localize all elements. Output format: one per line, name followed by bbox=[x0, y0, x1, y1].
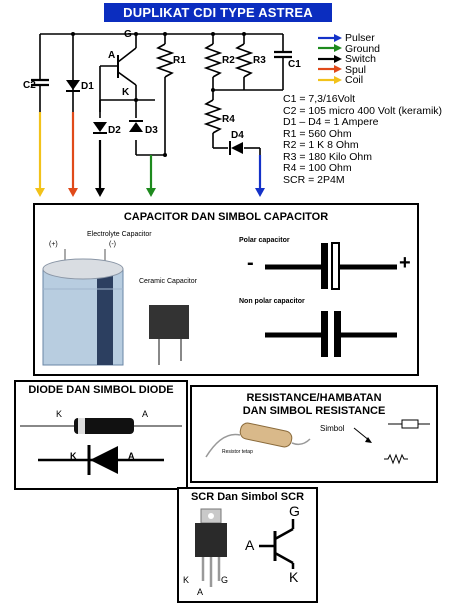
diode-panel: DIODE DAN SIMBOL DIODE K A K A bbox=[14, 380, 188, 490]
d2-symbol bbox=[93, 122, 107, 132]
spec-r3: R3 = 180 Kilo Ohm bbox=[283, 150, 373, 163]
label-c2: C2 bbox=[23, 80, 36, 91]
d4-symbol bbox=[231, 142, 243, 154]
d3-symbol bbox=[129, 122, 143, 132]
label-d2: D2 bbox=[108, 125, 121, 136]
resistance-panel-title-1: RESISTANCE/HAMBATAN bbox=[246, 392, 382, 404]
resistor-symbol-label: Simbol bbox=[320, 424, 345, 433]
scr-graphics bbox=[195, 508, 295, 587]
plus-lead-label: (+) bbox=[49, 241, 58, 248]
resistor-photo-body bbox=[239, 422, 293, 448]
label-k: K bbox=[122, 87, 130, 98]
spec-d1-d4: D1 – D4 = 1 Ampere bbox=[283, 116, 379, 128]
legend-switch: Switch bbox=[345, 53, 376, 65]
capacitor-panel-title: CAPACITOR DAN SIMBOL CAPACITOR bbox=[123, 211, 329, 223]
scr-symbol-a-label: A bbox=[245, 537, 255, 553]
spec-scr: SCR = 2P4M bbox=[283, 173, 345, 186]
legend-spul: Spul bbox=[345, 63, 367, 76]
switch-arrow bbox=[95, 188, 105, 197]
scr-panel-title: SCR Dan Simbol SCR bbox=[190, 491, 305, 503]
spul-arrow bbox=[68, 188, 78, 197]
scr-photo-k-label: K bbox=[183, 575, 190, 585]
scr-photo-body bbox=[195, 523, 227, 557]
diode-symbol-k-label: K bbox=[70, 451, 77, 461]
resistor-rect-symbol bbox=[401, 419, 419, 429]
component-spec-list: C1 = 7,3/16Volt C2 = 105 micro 400 Volt … bbox=[283, 93, 443, 186]
legend-coil: Coil bbox=[345, 74, 364, 86]
spec-c2: C2 = 105 micro 400 Volt (keramik) bbox=[283, 104, 443, 117]
resistor-zigzag-symbol bbox=[384, 453, 408, 465]
diode-photo-k-label: K bbox=[56, 409, 63, 419]
spec-c1: C1 = 7,3/16Volt bbox=[283, 93, 356, 105]
legend-pulser: Pulser bbox=[345, 32, 375, 44]
nonpolar-label: Non polar capacitor bbox=[239, 298, 305, 305]
wire-legend: Pulser Ground Switch Spul Coil bbox=[345, 33, 380, 86]
capacitor-panel: CAPACITOR DAN SIMBOL CAPACITOR (+) Elect… bbox=[33, 203, 419, 376]
label-d4: D4 bbox=[231, 130, 244, 141]
minus-lead-label: (-) bbox=[109, 241, 116, 248]
polar-plate-solid bbox=[321, 243, 328, 289]
resistance-panel-title-2: DAN SIMBOL RESISTANCE bbox=[242, 405, 386, 417]
scr-symbol-k-label: K bbox=[289, 569, 299, 585]
diode-symbol-triangle bbox=[90, 446, 118, 474]
label-r4: R4 bbox=[222, 114, 235, 125]
electrolyte-label: Electrolyte Capacitor bbox=[87, 231, 152, 238]
ceramic-label: Ceramic Capacitor bbox=[139, 278, 197, 285]
legend-ground: Ground bbox=[345, 42, 381, 55]
coil-arrow bbox=[35, 188, 45, 197]
diode-photo-a-label: A bbox=[142, 409, 149, 419]
resistor-photo-caption: Resistor tetap bbox=[222, 449, 253, 455]
diode-symbol-a-label: A bbox=[128, 451, 135, 461]
diode-graphics bbox=[20, 418, 182, 475]
electrolyte-capacitor-top bbox=[42, 258, 124, 280]
label-r1: R1 bbox=[173, 55, 186, 66]
capacitor-graphics bbox=[42, 242, 397, 366]
spec-r1: R1 = 560 Ohm bbox=[283, 127, 352, 140]
scr-photo-a-label: A bbox=[197, 587, 204, 597]
scr-symbol-g-label: G bbox=[289, 503, 300, 519]
label-d3: D3 bbox=[145, 125, 158, 136]
label-r2: R2 bbox=[222, 55, 235, 66]
ground-arrow bbox=[146, 188, 156, 197]
label-a: A bbox=[108, 50, 115, 61]
ceramic-capacitor-body bbox=[149, 305, 189, 339]
polar-minus-sign: - bbox=[247, 252, 254, 274]
label-d1: D1 bbox=[81, 81, 94, 92]
diagram-title: DUPLIKAT CDI TYPE ASTREA bbox=[104, 3, 332, 22]
scr-photo-g-label: G bbox=[221, 575, 229, 585]
label-r3: R3 bbox=[253, 55, 266, 66]
spec-r2: R2 = 1 K 8 Ohm bbox=[283, 139, 359, 151]
polar-label: Polar capacitor bbox=[239, 237, 290, 244]
polar-plus-sign: + bbox=[399, 252, 411, 274]
spec-r4: R4 = 100 Ohm bbox=[283, 162, 352, 174]
d1-symbol bbox=[66, 80, 80, 90]
diode-panel-title: DIODE DAN SIMBOL DIODE bbox=[28, 384, 174, 396]
diode-photo-body bbox=[74, 418, 134, 434]
resistance-graphics bbox=[205, 419, 430, 465]
pulser-arrow bbox=[255, 188, 265, 197]
scr-panel: SCR Dan Simbol SCR K A G G A K bbox=[177, 487, 318, 603]
resistance-panel: RESISTANCE/HAMBATAN DAN SIMBOL RESISTANC… bbox=[190, 385, 438, 483]
polar-plate-hollow bbox=[331, 242, 340, 290]
label-c1: C1 bbox=[288, 59, 301, 70]
label-g: G bbox=[124, 29, 132, 40]
